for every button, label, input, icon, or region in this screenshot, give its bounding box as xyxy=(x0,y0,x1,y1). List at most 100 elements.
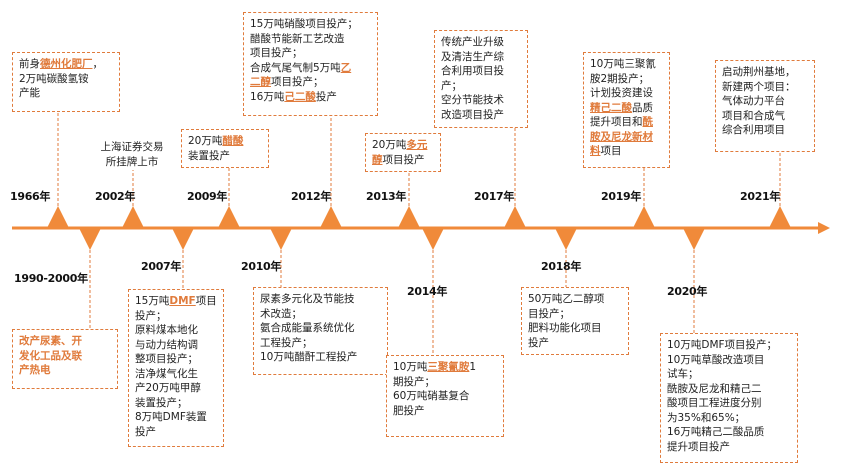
milestone-text-line: 肥投产 xyxy=(393,404,425,417)
milestone-year: 2012年 xyxy=(291,190,332,203)
milestone-text-line: 2万吨碳酸氢铵 xyxy=(19,72,89,85)
milestone-year: 2007年 xyxy=(141,260,182,273)
highlight-text: 产热电 xyxy=(19,364,51,376)
milestone-year: 2013年 xyxy=(366,190,407,203)
milestone-year: 2009年 xyxy=(187,190,228,203)
milestone-text-line: 16万吨己二酸投产 xyxy=(250,90,337,103)
milestone-text-line: 新建两个项目： xyxy=(722,80,796,93)
milestone-text-line: 为35%和65%； xyxy=(667,411,746,424)
milestone-text-line: 空分节能技术 xyxy=(441,94,504,106)
milestone-year: 2020年 xyxy=(667,285,708,298)
highlight-text: 德州化肥厂 xyxy=(40,58,93,70)
milestone-text-line: 合成气尾气制5万吨乙 xyxy=(250,61,352,74)
milestone-box: 启动荆州基地，新建两个项目：气体动力平台项目和合成气综合利用项目 xyxy=(715,60,815,152)
milestone-text-line: 产20万吨甲醇 xyxy=(135,382,201,394)
milestone-text-line: 整项目投产； xyxy=(135,353,198,365)
milestone-note: 上海证券交易所挂牌上市 xyxy=(84,140,180,169)
milestone-text-line: 10万吨DMF项目投产； xyxy=(667,339,778,351)
milestone-text-line: 产热电 xyxy=(19,363,111,378)
milestone-text-line: 20万吨醋酸 xyxy=(188,135,244,147)
milestone-year: 1966年 xyxy=(10,190,51,203)
highlight-text: 醋酸 xyxy=(222,135,244,147)
highlight-text: 料 xyxy=(590,145,601,157)
milestone-box: 尿素多元化及节能技术改造；氨合成能量系统优化工程投产；10万吨醋酐工程投产 xyxy=(253,287,388,375)
milestone-box: 50万吨乙二醇项目投产；肥料功能化项目投产 xyxy=(521,287,629,355)
highlight-text: 胺及尼龙新材 xyxy=(590,130,653,143)
milestone-marker-up xyxy=(633,206,655,228)
milestone-text-line: 提升项目投产 xyxy=(667,440,730,453)
milestone-year: 2021年 xyxy=(740,190,781,203)
milestone-text-line: 综合利用项目 xyxy=(722,124,785,136)
milestone-box: 20万吨醋酸装置投产 xyxy=(181,129,269,168)
milestone-text-line: 提升项目和酰 xyxy=(590,116,654,128)
milestone-text-line: 原料煤本地化 xyxy=(135,324,198,336)
milestone-text-line: 投产 xyxy=(528,336,549,349)
milestone-text-line: 试车； xyxy=(667,368,699,380)
milestone-text-line: 8万吨DMF装置 xyxy=(135,411,207,423)
milestone-year: 2014年 xyxy=(407,285,448,298)
milestone-marker-down xyxy=(555,228,577,250)
milestone-text-line: 改造项目投产 xyxy=(441,108,504,121)
milestone-text-line: 酸项目工程进度分别 xyxy=(667,397,762,409)
milestone-text-line: 发化工品及联 xyxy=(19,349,111,364)
milestone-year: 2018年 xyxy=(541,260,582,273)
milestone-box: 15万吨DMF项目投产；原料煤本地化与动力结构调整项目投产；洁净煤气化生产20万… xyxy=(128,289,224,447)
milestone-text-line: 10万吨醋酐工程投产 xyxy=(260,351,358,363)
highlight-text: 己二酸 xyxy=(284,90,316,103)
milestone-year: 2010年 xyxy=(241,260,282,273)
milestone-text-line: 目投产； xyxy=(528,307,570,320)
milestone-text-line: 氨合成能量系统优化 xyxy=(260,322,355,334)
milestone-text-line: 装置投产； xyxy=(135,396,188,409)
milestone-marker-down xyxy=(270,228,292,250)
highlight-text: 精己二酸 xyxy=(590,101,632,114)
milestone-year: 1990-2000年 xyxy=(14,272,88,285)
milestone-text-line: 酰胺及尼龙和精己二 xyxy=(667,382,762,395)
highlight-text: 酰 xyxy=(642,116,654,128)
milestone-text-line: 二醇项目投产； xyxy=(250,76,324,88)
milestone-text-line: 16万吨精己二酸品质 xyxy=(667,426,765,438)
milestone-text-line: 项目和合成气 xyxy=(722,109,785,122)
milestone-text-line: 60万吨硝基复合 xyxy=(393,390,470,402)
milestone-marker-up xyxy=(218,206,240,228)
milestone-box: 传统产业升级及清洁生产综合利用项目投产；空分节能技术改造项目投产 xyxy=(434,30,528,128)
milestone-marker-down xyxy=(79,228,101,250)
highlight-text: 乙 xyxy=(340,61,352,74)
milestone-text-line: 料项目 xyxy=(590,145,622,157)
milestone-marker-up xyxy=(47,206,69,228)
highlight-text: 二醇 xyxy=(250,76,271,88)
milestone-marker-down xyxy=(422,228,444,250)
milestone-box: 15万吨硝酸项目投产； 醋酸节能新工艺改造项目投产； 合成气尾气制5万吨乙二醇项目投… xyxy=(243,12,378,116)
milestone-text-line: 投产； xyxy=(135,309,167,322)
milestone-year: 2019年 xyxy=(601,190,642,203)
highlight-text: 改产尿素、开 xyxy=(19,335,82,347)
milestone-marker-up xyxy=(504,206,526,228)
milestone-box: 10万吨DMF项目投产； 10万吨草酸改造项目试车； 酰胺及尼龙和精己二酸项目工程进… xyxy=(660,333,798,463)
milestone-text-line: 与动力结构调 xyxy=(135,338,198,351)
timeline-arrow-head xyxy=(818,222,830,234)
milestone-text-line: 项目投产； xyxy=(250,47,303,59)
milestone-text-line: 装置投产 xyxy=(188,149,230,162)
highlight-text: DMF xyxy=(169,295,196,307)
milestone-text-line: 气体动力平台 xyxy=(722,95,785,107)
milestone-text-line: 精己二酸品质 xyxy=(590,101,653,114)
milestone-year: 2017年 xyxy=(474,190,515,203)
milestone-text-line: 产能 xyxy=(19,87,40,99)
milestone-text-line: 10万吨三聚氰胺1 xyxy=(393,361,477,373)
milestone-text-line: 及清洁生产综 xyxy=(441,50,504,63)
milestone-marker-up xyxy=(320,206,342,228)
milestone-marker-down xyxy=(172,228,194,250)
milestone-box: 20万吨多元醇项目投产 xyxy=(365,133,441,172)
milestone-text-line: 术改造； xyxy=(260,307,302,320)
milestone-text-line: 10万吨草酸改造项目 xyxy=(667,353,765,366)
highlight-text: 多元 xyxy=(406,139,428,151)
milestone-text-line: 10万吨三聚氰 xyxy=(590,58,656,70)
milestone-text-line: 洁净煤气化生 xyxy=(135,367,198,380)
milestone-text-line: 醋酸节能新工艺改造 xyxy=(250,32,345,45)
milestone-text-line: 前身德州化肥厂， xyxy=(19,58,103,70)
milestone-text-line: 胺2期投产； xyxy=(590,72,650,85)
milestone-text-line: 15万吨硝酸项目投产； xyxy=(250,18,358,30)
milestone-text-line: 改产尿素、开 xyxy=(19,334,111,349)
milestone-text-line: 肥料功能化项目 xyxy=(528,322,602,334)
